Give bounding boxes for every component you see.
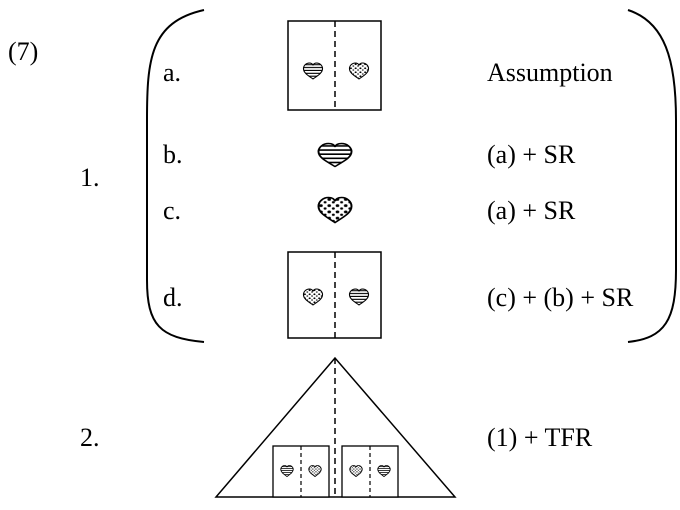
dotted-heart-icon [317, 196, 353, 224]
line-b-justification: (a) + SR [487, 140, 576, 169]
right-bracket [627, 9, 677, 343]
line-b-label: b. [163, 140, 183, 169]
striped-heart-icon [317, 142, 353, 168]
line-d-label: d. [163, 283, 183, 312]
small-box-left [272, 445, 330, 498]
step-1-number: 1. [80, 163, 100, 192]
line-c-justification: (a) + SR [487, 196, 576, 225]
example-number: (7) [8, 37, 39, 66]
line-c-label: c. [163, 196, 182, 225]
step-2-number: 2. [80, 423, 100, 452]
figure-box-a [287, 20, 382, 111]
line-a-justification: Assumption [487, 58, 613, 87]
figure-box-d [287, 251, 382, 339]
line-d-justification: (c) + (b) + SR [487, 283, 634, 312]
line-a-label: a. [163, 58, 182, 87]
step-2-justification: (1) + TFR [487, 423, 593, 452]
left-bracket [146, 9, 205, 343]
figure-triangle [214, 356, 457, 498]
small-box-right [341, 445, 399, 498]
